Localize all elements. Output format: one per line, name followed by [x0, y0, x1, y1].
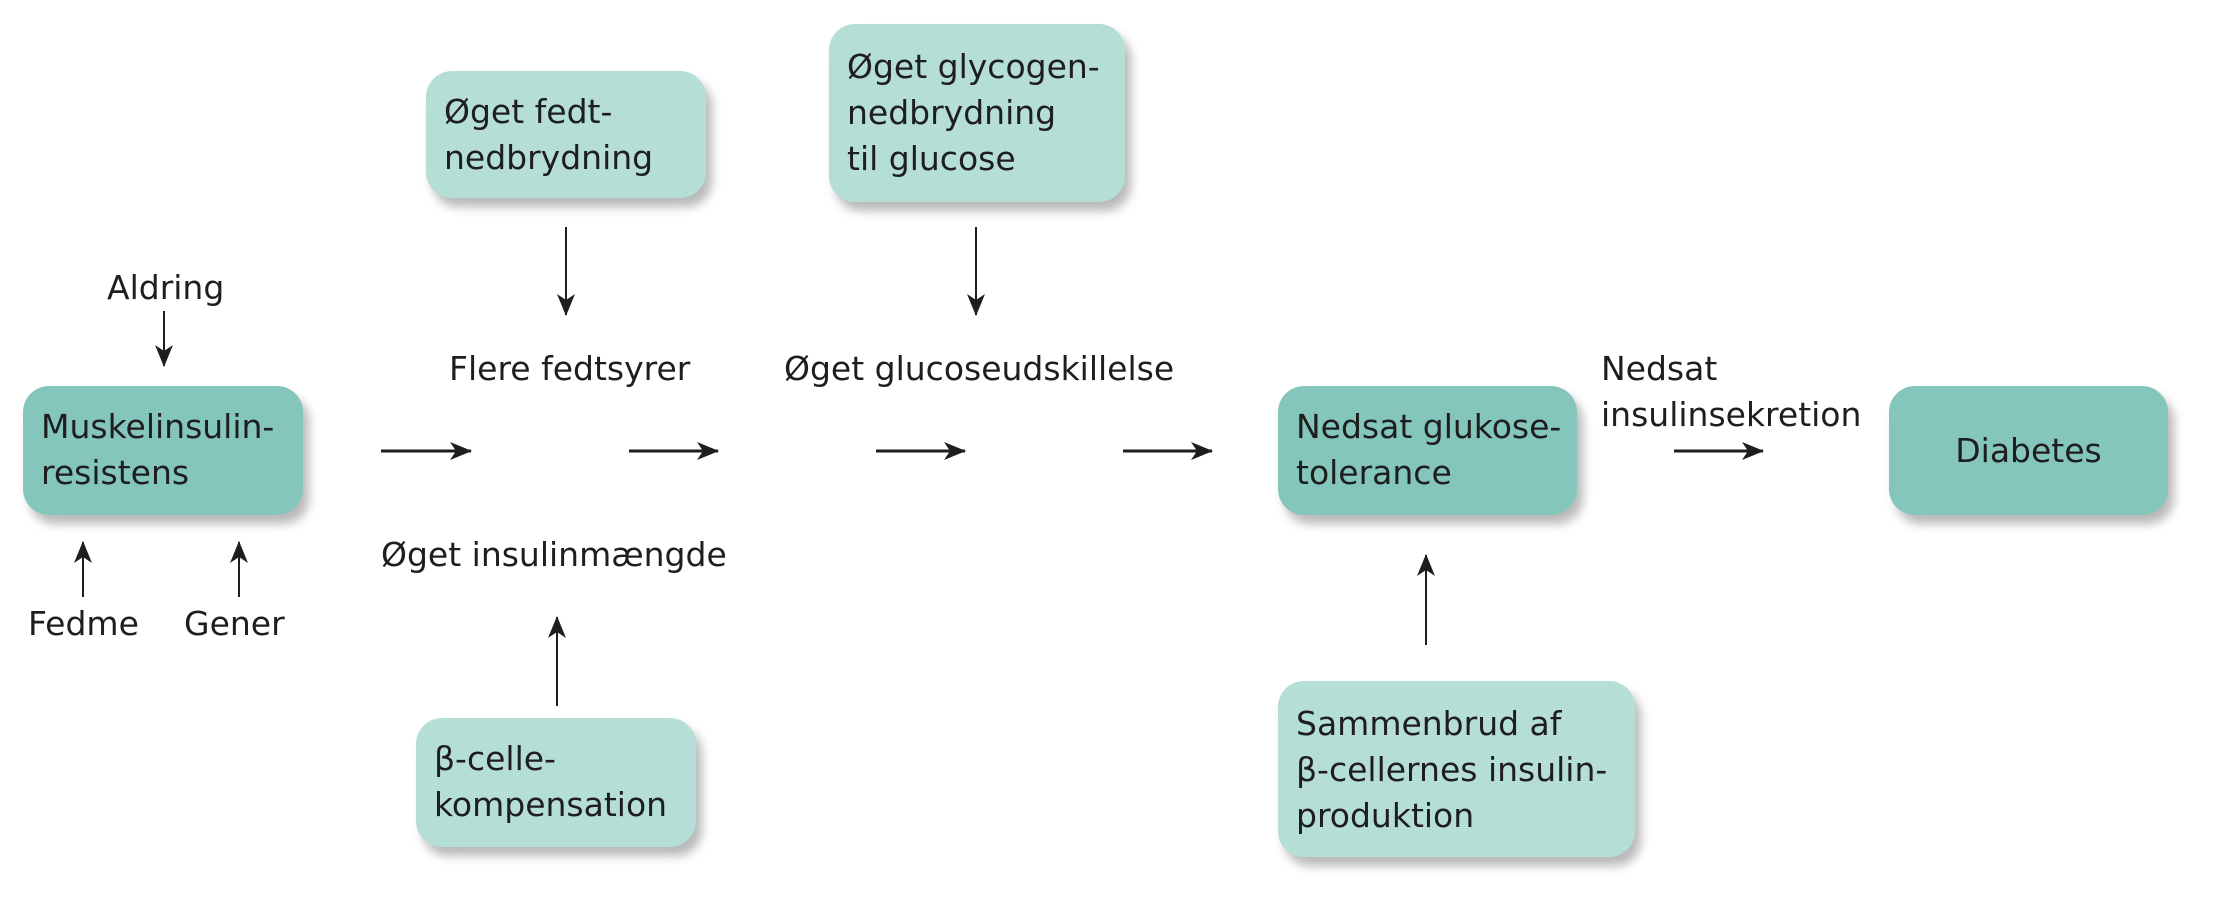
box-nedsat-glukosetolerance: Nedsat glukose- tolerance [1278, 386, 1577, 515]
box-text-line: Nedsat glukose- [1296, 407, 1562, 446]
box-text-line: nedbrydning [847, 93, 1057, 132]
label-oeget-insulinmaengde: Øget insulinmængde [381, 535, 727, 574]
label-oeget-glucoseudskillelse: Øget glucoseudskillelse [784, 349, 1175, 388]
box-text-line: Muskelinsulin- [41, 407, 275, 446]
box-text-line: Øget fedt- [444, 92, 613, 131]
box-text-line: β-celle- [434, 739, 556, 778]
box-sammenbrud-insulinproduktion: Sammenbrud af β-cellernes insulin- produ… [1278, 681, 1635, 857]
box-text-line: Diabetes [1955, 430, 2102, 470]
box-text-line: Øget glycogen- [847, 47, 1100, 86]
box-text-line: Sammenbrud af [1296, 704, 1562, 743]
label-line: Nedsat [1601, 349, 1718, 388]
box-text-line: produktion [1296, 796, 1475, 835]
label-fedme: Fedme [28, 604, 139, 643]
box-muskelinsulinresistens: Muskelinsulin- resistens [23, 386, 303, 515]
box-diabetes: Diabetes [1889, 386, 2168, 515]
box-oeget-glycogennedbrydning: Øget glycogen- nedbrydning til glucose [829, 24, 1125, 202]
label-line: insulinsekretion [1601, 395, 1862, 434]
label-nedsat-insulinsekretion: Nedsat insulinsekretion [1601, 346, 1861, 438]
box-text-line: tolerance [1296, 453, 1452, 492]
box-text-line: resistens [41, 453, 190, 492]
label-flere-fedtsyrer: Flere fedtsyrer [449, 349, 691, 388]
label-aldring: Aldring [107, 268, 225, 307]
box-text-line: til glucose [847, 139, 1016, 178]
box-beta-celle-kompensation: β-celle- kompensation [416, 718, 696, 847]
label-gener: Gener [184, 604, 285, 643]
box-oeget-fedtnedbrydning: Øget fedt- nedbrydning [426, 71, 706, 198]
box-text-line: kompensation [434, 785, 668, 824]
box-text-line: β-cellernes insulin- [1296, 750, 1608, 789]
box-text-line: nedbrydning [444, 138, 654, 177]
